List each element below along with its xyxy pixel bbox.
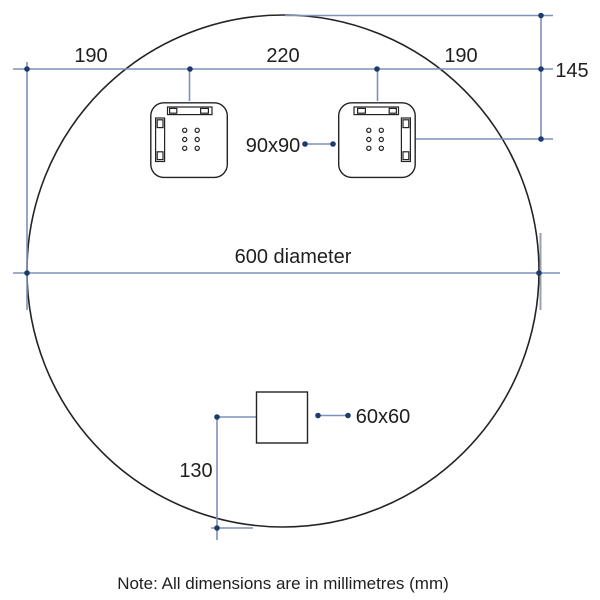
dim-label-top-center: 220	[266, 45, 299, 67]
dim-label-130: 130	[179, 460, 212, 482]
bracket-left	[150, 102, 229, 179]
mirror-circle-outline	[26, 14, 540, 528]
dim-label-60x60: 60x60	[356, 406, 411, 428]
dim-label-top-right: 190	[444, 45, 477, 67]
dim-label-right-145: 145	[555, 60, 588, 82]
dim-label-90x90: 90x90	[246, 135, 301, 157]
bracket-right	[338, 102, 416, 179]
square-fixing-block	[255, 391, 309, 444]
units-note: Note: All dimensions are in millimetres …	[117, 574, 449, 593]
dimension-junction-dots	[24, 12, 544, 531]
dim-label-top-left: 190	[74, 45, 107, 67]
dim-label-diameter: 600 diameter	[235, 246, 352, 268]
